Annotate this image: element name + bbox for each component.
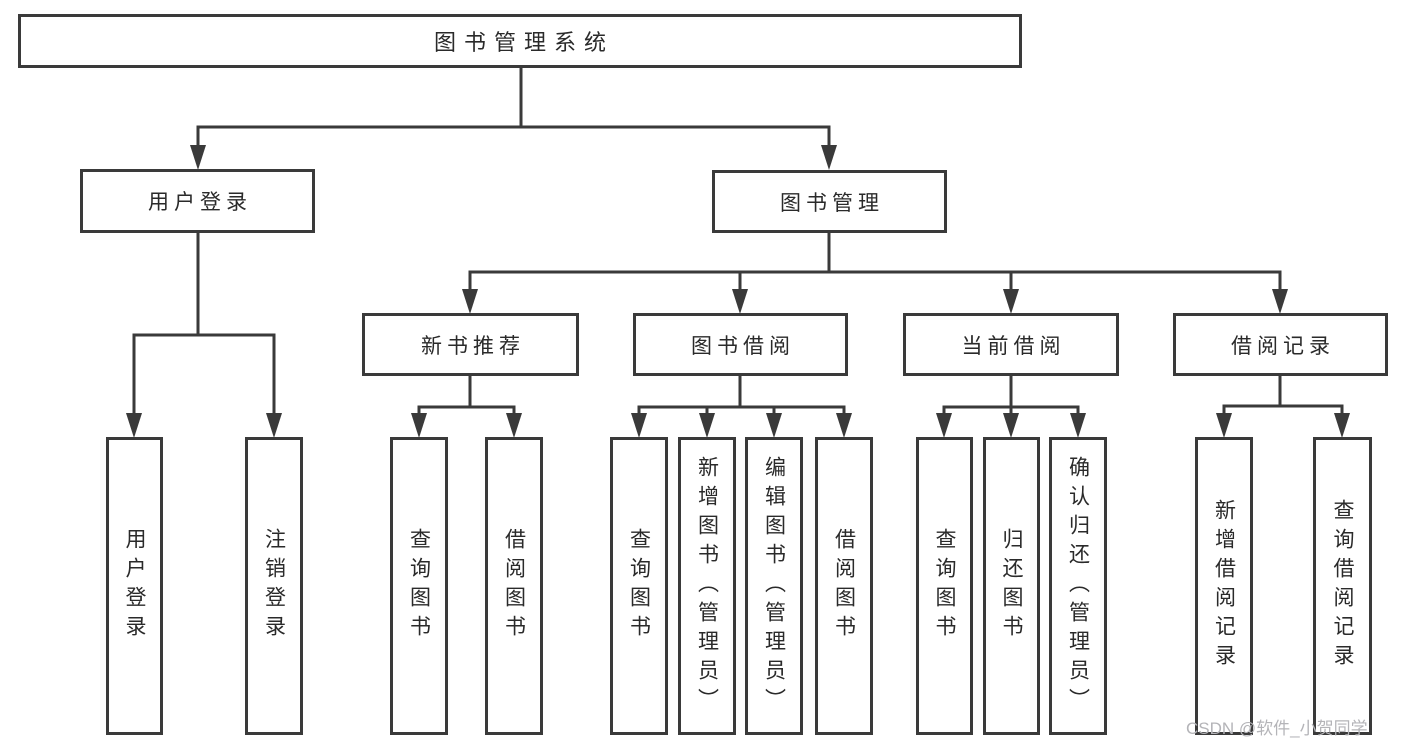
csdn-watermark: CSDN @软件_小贺同学 — [1186, 719, 1368, 738]
arrowhead-down-icon — [821, 145, 837, 170]
arrowhead-down-icon — [631, 413, 647, 438]
leaf-label: 查询图书 — [933, 528, 956, 644]
arrowhead-down-icon — [126, 413, 142, 438]
leaf-query-book-recommend: 查询图书 — [390, 437, 448, 735]
leaf-edit-book-admin: 编辑图书（管理员） — [745, 437, 803, 735]
arrowhead-down-icon — [1003, 413, 1019, 438]
arrowhead-down-icon — [462, 289, 478, 314]
arrowhead-down-icon — [699, 413, 715, 438]
leaf-label: 归还图书 — [1000, 528, 1023, 644]
arrowhead-down-icon — [1272, 289, 1288, 314]
arrowhead-down-icon — [190, 145, 206, 170]
node-user-login-branch: 用户登录 — [80, 169, 315, 233]
leaf-return-book: 归还图书 — [983, 437, 1040, 735]
arrowhead-down-icon — [266, 413, 282, 438]
leaf-query-book-borrow: 查询图书 — [610, 437, 668, 735]
leaf-add-borrow-record: 新增借阅记录 — [1195, 437, 1253, 735]
arrowhead-down-icon — [732, 289, 748, 314]
node-book-borrow: 图书借阅 — [633, 313, 848, 376]
node-label: 图书借阅 — [691, 334, 795, 358]
leaf-label: 用户登录 — [123, 528, 146, 644]
node-new-book-recommend: 新书推荐 — [362, 313, 579, 376]
leaf-label: 确认归还（管理员） — [1066, 455, 1090, 717]
leaf-label: 查询图书 — [407, 528, 431, 644]
arrowhead-down-icon — [836, 413, 852, 438]
arrowhead-down-icon — [1003, 289, 1019, 314]
arrowhead-down-icon — [936, 413, 952, 438]
arrowhead-down-icon — [1334, 413, 1350, 438]
leaf-query-book-current: 查询图书 — [916, 437, 973, 735]
leaf-user-login: 用户登录 — [106, 437, 163, 735]
node-label: 用户登录 — [148, 191, 252, 214]
leaf-query-borrow-record: 查询借阅记录 — [1313, 437, 1372, 735]
node-current-borrow: 当前借阅 — [903, 313, 1119, 376]
leaf-label: 借阅图书 — [502, 528, 526, 644]
node-label: 图书管理系统 — [433, 30, 614, 55]
leaf-add-book-admin: 新增图书（管理员） — [678, 437, 736, 735]
arrowhead-down-icon — [411, 413, 427, 438]
arrowhead-down-icon — [1216, 413, 1232, 438]
node-label: 当前借阅 — [961, 334, 1066, 358]
leaf-label: 借阅图书 — [832, 528, 856, 644]
node-label: 借阅记录 — [1231, 334, 1335, 358]
leaf-confirm-return-admin: 确认归还（管理员） — [1049, 437, 1107, 735]
leaf-label: 编辑图书（管理员） — [762, 455, 786, 717]
arrowhead-down-icon — [506, 413, 522, 438]
leaf-label: 新增图书（管理员） — [695, 455, 719, 717]
leaf-logout: 注销登录 — [245, 437, 303, 735]
leaf-label: 新增借阅记录 — [1212, 499, 1236, 673]
arrowhead-down-icon — [766, 413, 782, 438]
leaf-label: 查询图书 — [627, 528, 651, 644]
leaf-label: 查询借阅记录 — [1331, 499, 1354, 673]
leaf-borrow-book-recommend: 借阅图书 — [485, 437, 543, 735]
node-system-root: 图书管理系统 — [18, 14, 1022, 68]
node-label: 新书推荐 — [421, 334, 525, 358]
node-label: 图书管理 — [780, 191, 884, 215]
leaf-label: 注销登录 — [262, 528, 286, 644]
node-borrow-records: 借阅记录 — [1173, 313, 1388, 376]
node-book-management-branch: 图书管理 — [712, 170, 947, 233]
arrowhead-down-icon — [1070, 413, 1086, 438]
leaf-borrow-book: 借阅图书 — [815, 437, 873, 735]
